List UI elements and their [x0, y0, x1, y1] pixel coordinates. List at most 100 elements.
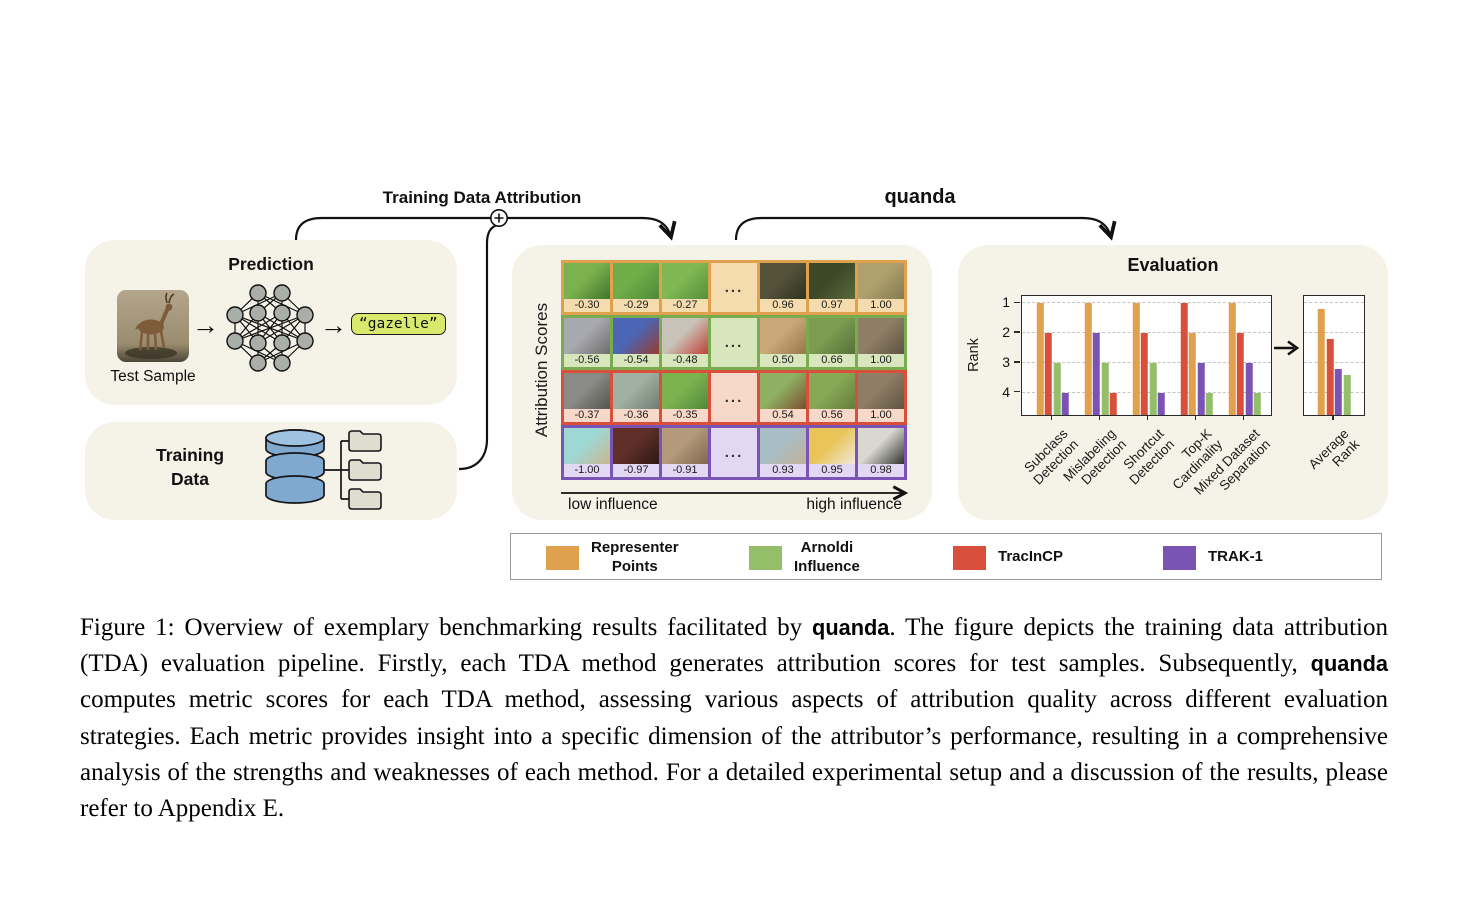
training-sample-thumbnail	[809, 318, 855, 354]
figure-caption: Figure 1: Overview of exemplary benchmar…	[80, 610, 1388, 827]
attribution-cell: -0.35	[662, 373, 708, 422]
database-folders-icon	[265, 429, 382, 510]
attribution-score: 0.97	[821, 299, 843, 311]
training-sample-thumbnail	[858, 318, 904, 354]
training-sample-thumbnail	[662, 428, 708, 464]
attribution-cell: ...	[711, 263, 757, 312]
attribution-score: 1.00	[870, 409, 892, 421]
attribution-cell: 0.95	[809, 428, 855, 477]
attribution-score: 0.98	[870, 464, 892, 476]
rank-gridline	[1304, 332, 1364, 334]
attribution-score: -0.36	[623, 409, 649, 421]
attribution-score: 0.50	[772, 354, 794, 366]
rank-bar	[1236, 333, 1244, 415]
caption-text-segment: computes metric scores for each TDA meth…	[80, 686, 1388, 823]
training-sample-thumbnail	[809, 373, 855, 409]
legend-item: Representer Points	[546, 538, 679, 577]
training-sample-thumbnail	[564, 263, 610, 299]
legend-label: Representer Points	[591, 538, 679, 575]
ellipsis-cell: ...	[724, 334, 744, 351]
caption-text-segment: . The figure depicts the training data a…	[80, 614, 1388, 678]
training-sample-thumbnail	[662, 263, 708, 299]
input-arrow-icon: →	[192, 310, 219, 340]
rank-bar	[1197, 362, 1205, 415]
tda-arrow	[294, 216, 677, 241]
attribution-score: 0.96	[772, 299, 794, 311]
training-sample-thumbnail	[662, 373, 708, 409]
attribution-cell: -0.91	[662, 428, 708, 477]
attribution-cell: -0.97	[613, 428, 659, 477]
quanda-arrow-label: quanda	[884, 186, 956, 208]
attribution-score: -1.00	[574, 464, 600, 476]
attribution-ylabel: Attribution Scores	[532, 302, 551, 438]
caption-quanda-word: quanda	[1310, 651, 1388, 677]
legend-item: Arnoldi Influence	[749, 538, 860, 577]
quanda-arrow	[734, 216, 1117, 241]
legend-label: TracInCP	[998, 548, 1064, 566]
rank-bar	[1084, 303, 1092, 415]
rank-tick-mark	[1014, 361, 1020, 363]
category-tick-mark	[1098, 414, 1101, 420]
attribution-cell: 1.00	[858, 373, 904, 422]
attribution-cell: -0.56	[564, 318, 610, 367]
influence-axis-arrow	[561, 485, 909, 501]
training-sample-thumbnail	[613, 428, 659, 464]
rank-bar	[1188, 333, 1196, 415]
rank-tick-mark	[1014, 331, 1020, 333]
attribution-score: -0.35	[672, 409, 698, 421]
attribution-cell: 0.56	[809, 373, 855, 422]
rank-gridline	[1022, 332, 1271, 334]
rank-bar	[1245, 362, 1253, 415]
ellipsis-cell: ...	[724, 279, 744, 296]
training-sample-thumbnail	[858, 373, 904, 409]
attribution-cell: -0.30	[564, 263, 610, 312]
attribution-cell: 0.66	[809, 318, 855, 367]
rank-bar	[1132, 303, 1140, 415]
rank-bar	[1343, 374, 1351, 415]
caption-quanda-word: quanda	[812, 615, 890, 640]
bar-group	[1317, 309, 1351, 415]
attribution-score: 0.93	[772, 464, 794, 476]
rank-bar	[1180, 303, 1188, 415]
attribution-score: -0.29	[623, 299, 649, 311]
rank-bar	[1061, 392, 1069, 415]
attribution-scores-panel: Attribution Scores -0.30-0.29-0.27...0.9…	[512, 245, 932, 520]
attribution-cell: 1.00	[858, 318, 904, 367]
bar-group	[1228, 303, 1261, 415]
rank-bar	[1149, 362, 1157, 415]
category-tick-mark	[1332, 414, 1334, 420]
rank-tick-label: 2	[1002, 324, 1010, 341]
training-sample-thumbnail	[564, 318, 610, 354]
training-data-label: Training Data	[155, 445, 225, 489]
training-sample-thumbnail	[613, 373, 659, 409]
attribution-score: 1.00	[870, 299, 892, 311]
attribution-score: -0.48	[672, 354, 698, 366]
average-rank-bar-chart	[1303, 295, 1365, 416]
attribution-score: 0.66	[821, 354, 843, 366]
training-sample-thumbnail	[760, 263, 806, 299]
attribution-score: 1.00	[870, 354, 892, 366]
attribution-score: 0.54	[772, 409, 794, 421]
rank-bar	[1205, 392, 1213, 415]
bar-group	[1180, 303, 1213, 415]
legend-swatch	[953, 545, 986, 570]
training-sample-thumbnail	[760, 373, 806, 409]
category-tick-mark	[1194, 414, 1197, 420]
rank-gridline	[1022, 302, 1271, 304]
category-tick-mark	[1050, 414, 1053, 420]
attribution-cell: -0.48	[662, 318, 708, 367]
rank-tick-label: 1	[1002, 294, 1010, 311]
attribution-cell: -0.29	[613, 263, 659, 312]
legend-swatch	[546, 545, 579, 570]
legend-label: Arnoldi Influence	[794, 538, 860, 575]
training-sample-thumbnail	[760, 318, 806, 354]
attribution-cell: 0.96	[760, 263, 806, 312]
training-sample-thumbnail	[809, 263, 855, 299]
training-sample-thumbnail	[613, 263, 659, 299]
test-sample-image	[117, 290, 189, 362]
output-arrow-icon: →	[320, 310, 347, 340]
rank-gridline	[1304, 302, 1364, 304]
predicted-class-pill: “gazelle”	[351, 313, 446, 335]
